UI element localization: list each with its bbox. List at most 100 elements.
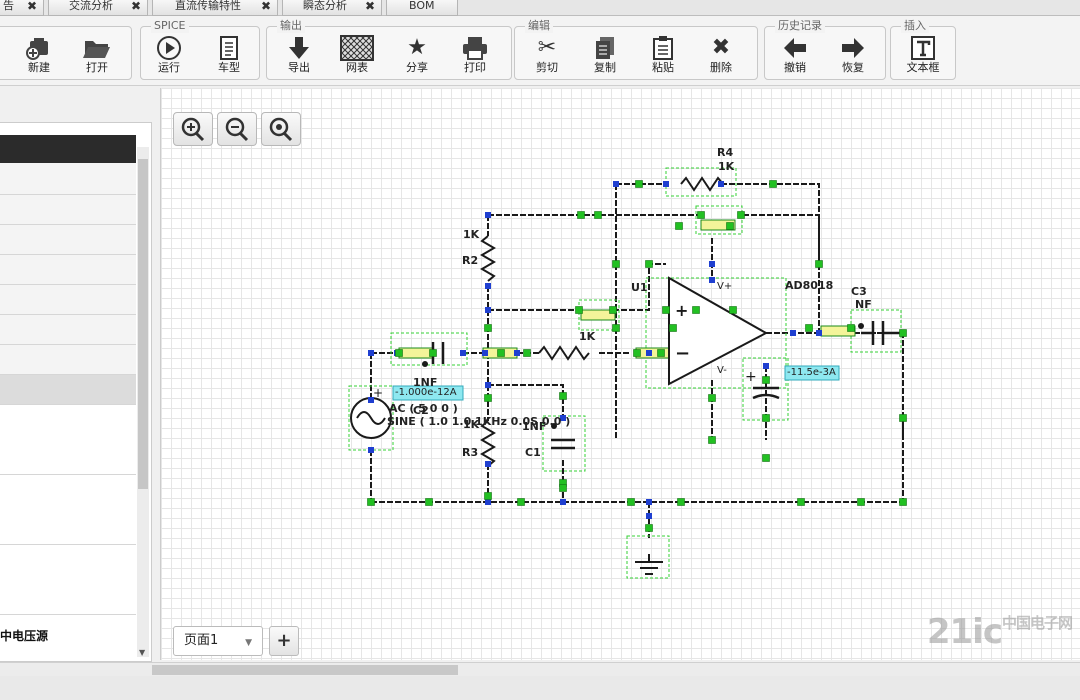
canvas-horizontal-scrollbar[interactable] [0, 662, 1080, 676]
svg-text:+: + [745, 369, 757, 385]
group-title-insert: 插入 [901, 19, 929, 33]
open-button[interactable]: 打开 [71, 35, 123, 79]
r2-value-label: 1K [463, 228, 480, 241]
copy-icon [579, 35, 631, 61]
node-blue [485, 499, 491, 505]
node-blue [709, 277, 715, 283]
resistor-r4 [680, 176, 724, 192]
run-button-label: 运行 [158, 61, 180, 74]
copy-button[interactable]: 复制 [579, 35, 631, 79]
node-blue [816, 330, 822, 336]
delete-button-label: 删除 [710, 61, 732, 74]
c3-value-label: NF [855, 298, 872, 311]
tab-ac-analysis[interactable]: 交流分析✖ [48, 0, 148, 16]
close-icon[interactable]: ✖ [260, 0, 271, 13]
zoom-fit-button[interactable] [261, 112, 301, 146]
zoom-out-button[interactable] [217, 112, 257, 146]
library-row[interactable] [0, 345, 136, 375]
zoom-fit-icon [269, 117, 293, 142]
cut-button[interactable]: ✂ 剪切 [521, 35, 573, 79]
source-sine-label: SINE ( 1.0 1.0 1KHz 0.0S 0.0 ) [387, 415, 571, 428]
library-row[interactable] [0, 285, 136, 315]
page-selector[interactable]: 页面1 ▼ [173, 626, 263, 656]
node-green [726, 222, 734, 230]
toolbar-group-insert: 插入 文本框 [890, 19, 956, 80]
node-green [762, 414, 770, 422]
node-blue [709, 261, 715, 267]
run-button[interactable]: 运行 [143, 35, 195, 79]
node-blue [485, 461, 491, 467]
library-row[interactable] [0, 225, 136, 255]
tab-report[interactable]: 告✖ [0, 0, 44, 16]
undo-button[interactable]: 撤销 [769, 35, 821, 79]
scrollbar-thumb[interactable] [152, 665, 458, 675]
close-icon[interactable]: ✖ [26, 0, 37, 13]
node-green [559, 392, 567, 400]
library-item[interactable] [0, 405, 136, 475]
chevron-down-icon: ▼ [245, 638, 252, 648]
play-icon [143, 35, 195, 61]
group-title-edit: 编辑 [525, 19, 553, 33]
watermark-text: 21ic [926, 612, 1003, 652]
scrollbar-thumb[interactable] [138, 159, 148, 489]
close-icon[interactable]: ✖ [130, 0, 141, 13]
current-probe-tag-2 [784, 365, 840, 381]
textbox-button[interactable]: 文本框 [897, 35, 949, 79]
component-library-panel: 中电压源 ▼ [0, 122, 152, 662]
schematic-canvas[interactable]: + + + − R4 1K 1K R2 1K 1K R3 U1 AD8018 V… [160, 88, 1080, 660]
undo-button-label: 撤销 [784, 61, 806, 74]
tab-dc-transfer[interactable]: 直流传输特性 ✖ [152, 0, 278, 16]
circuit-schematic[interactable]: + + + − [161, 88, 1080, 618]
add-page-button[interactable]: + [269, 626, 299, 656]
watermark-subtext: 中国电子网 [1001, 614, 1073, 632]
node-green [737, 211, 745, 219]
close-icon[interactable]: ✖ [364, 0, 375, 13]
library-row-selected[interactable] [0, 375, 136, 405]
model-button[interactable]: 车型 [203, 35, 255, 79]
node-green [425, 498, 433, 506]
toolbar-group-output: 输出 导出 网表 ★ 分享 打印 [266, 19, 512, 80]
node-blue [613, 181, 619, 187]
paste-button[interactable]: 粘贴 [637, 35, 689, 79]
node-blue [482, 350, 488, 356]
print-button[interactable]: 打印 [449, 35, 501, 79]
new-file-icon [13, 35, 65, 61]
node-green [484, 492, 492, 500]
toolbar-group-edit: 编辑 ✂ 剪切 复制 粘贴 ✖ 删除 [514, 19, 758, 80]
library-row[interactable] [0, 195, 136, 225]
ground-symbol [635, 554, 663, 575]
node-green [697, 211, 705, 219]
new-button[interactable]: 新建 [13, 35, 65, 79]
node-green [762, 376, 770, 384]
u1-model-label: AD8018 [785, 279, 834, 292]
netlist-button[interactable]: 网表 [331, 35, 383, 79]
library-row[interactable] [0, 255, 136, 285]
scroll-down-icon[interactable]: ▼ [139, 648, 146, 657]
library-row[interactable] [0, 163, 136, 195]
folder-open-icon [71, 35, 123, 61]
node-green [484, 324, 492, 332]
node-blue [763, 363, 769, 369]
tab-bom[interactable]: BOM [386, 0, 458, 16]
node-green [633, 349, 641, 357]
voltage-source-label[interactable]: 中电压源 [0, 629, 49, 643]
tab-transient[interactable]: 瞬态分析✖ [282, 0, 382, 16]
scissors-icon: ✂ [537, 35, 557, 60]
library-row[interactable] [0, 315, 136, 345]
tab-label: 直流传输特性 [175, 0, 241, 12]
redo-button[interactable]: 恢复 [827, 35, 879, 79]
textbox-button-label: 文本框 [906, 61, 940, 74]
delete-button[interactable]: ✖ 删除 [695, 35, 747, 79]
u1-name-label: U1 [631, 281, 648, 294]
capacitor-c3 [861, 321, 903, 345]
svg-text:+: + [675, 301, 688, 320]
library-item[interactable] [0, 545, 136, 615]
r4-name-label: R4 [717, 146, 734, 159]
panel-scrollbar[interactable]: ▼ [137, 147, 149, 657]
share-button[interactable]: ★ 分享 [391, 35, 443, 79]
group-title-history: 历史记录 [775, 19, 825, 33]
zoom-in-button[interactable] [173, 112, 213, 146]
library-item[interactable] [0, 475, 136, 545]
export-button[interactable]: 导出 [273, 35, 325, 79]
c2-value-label: 1NF [413, 376, 438, 389]
